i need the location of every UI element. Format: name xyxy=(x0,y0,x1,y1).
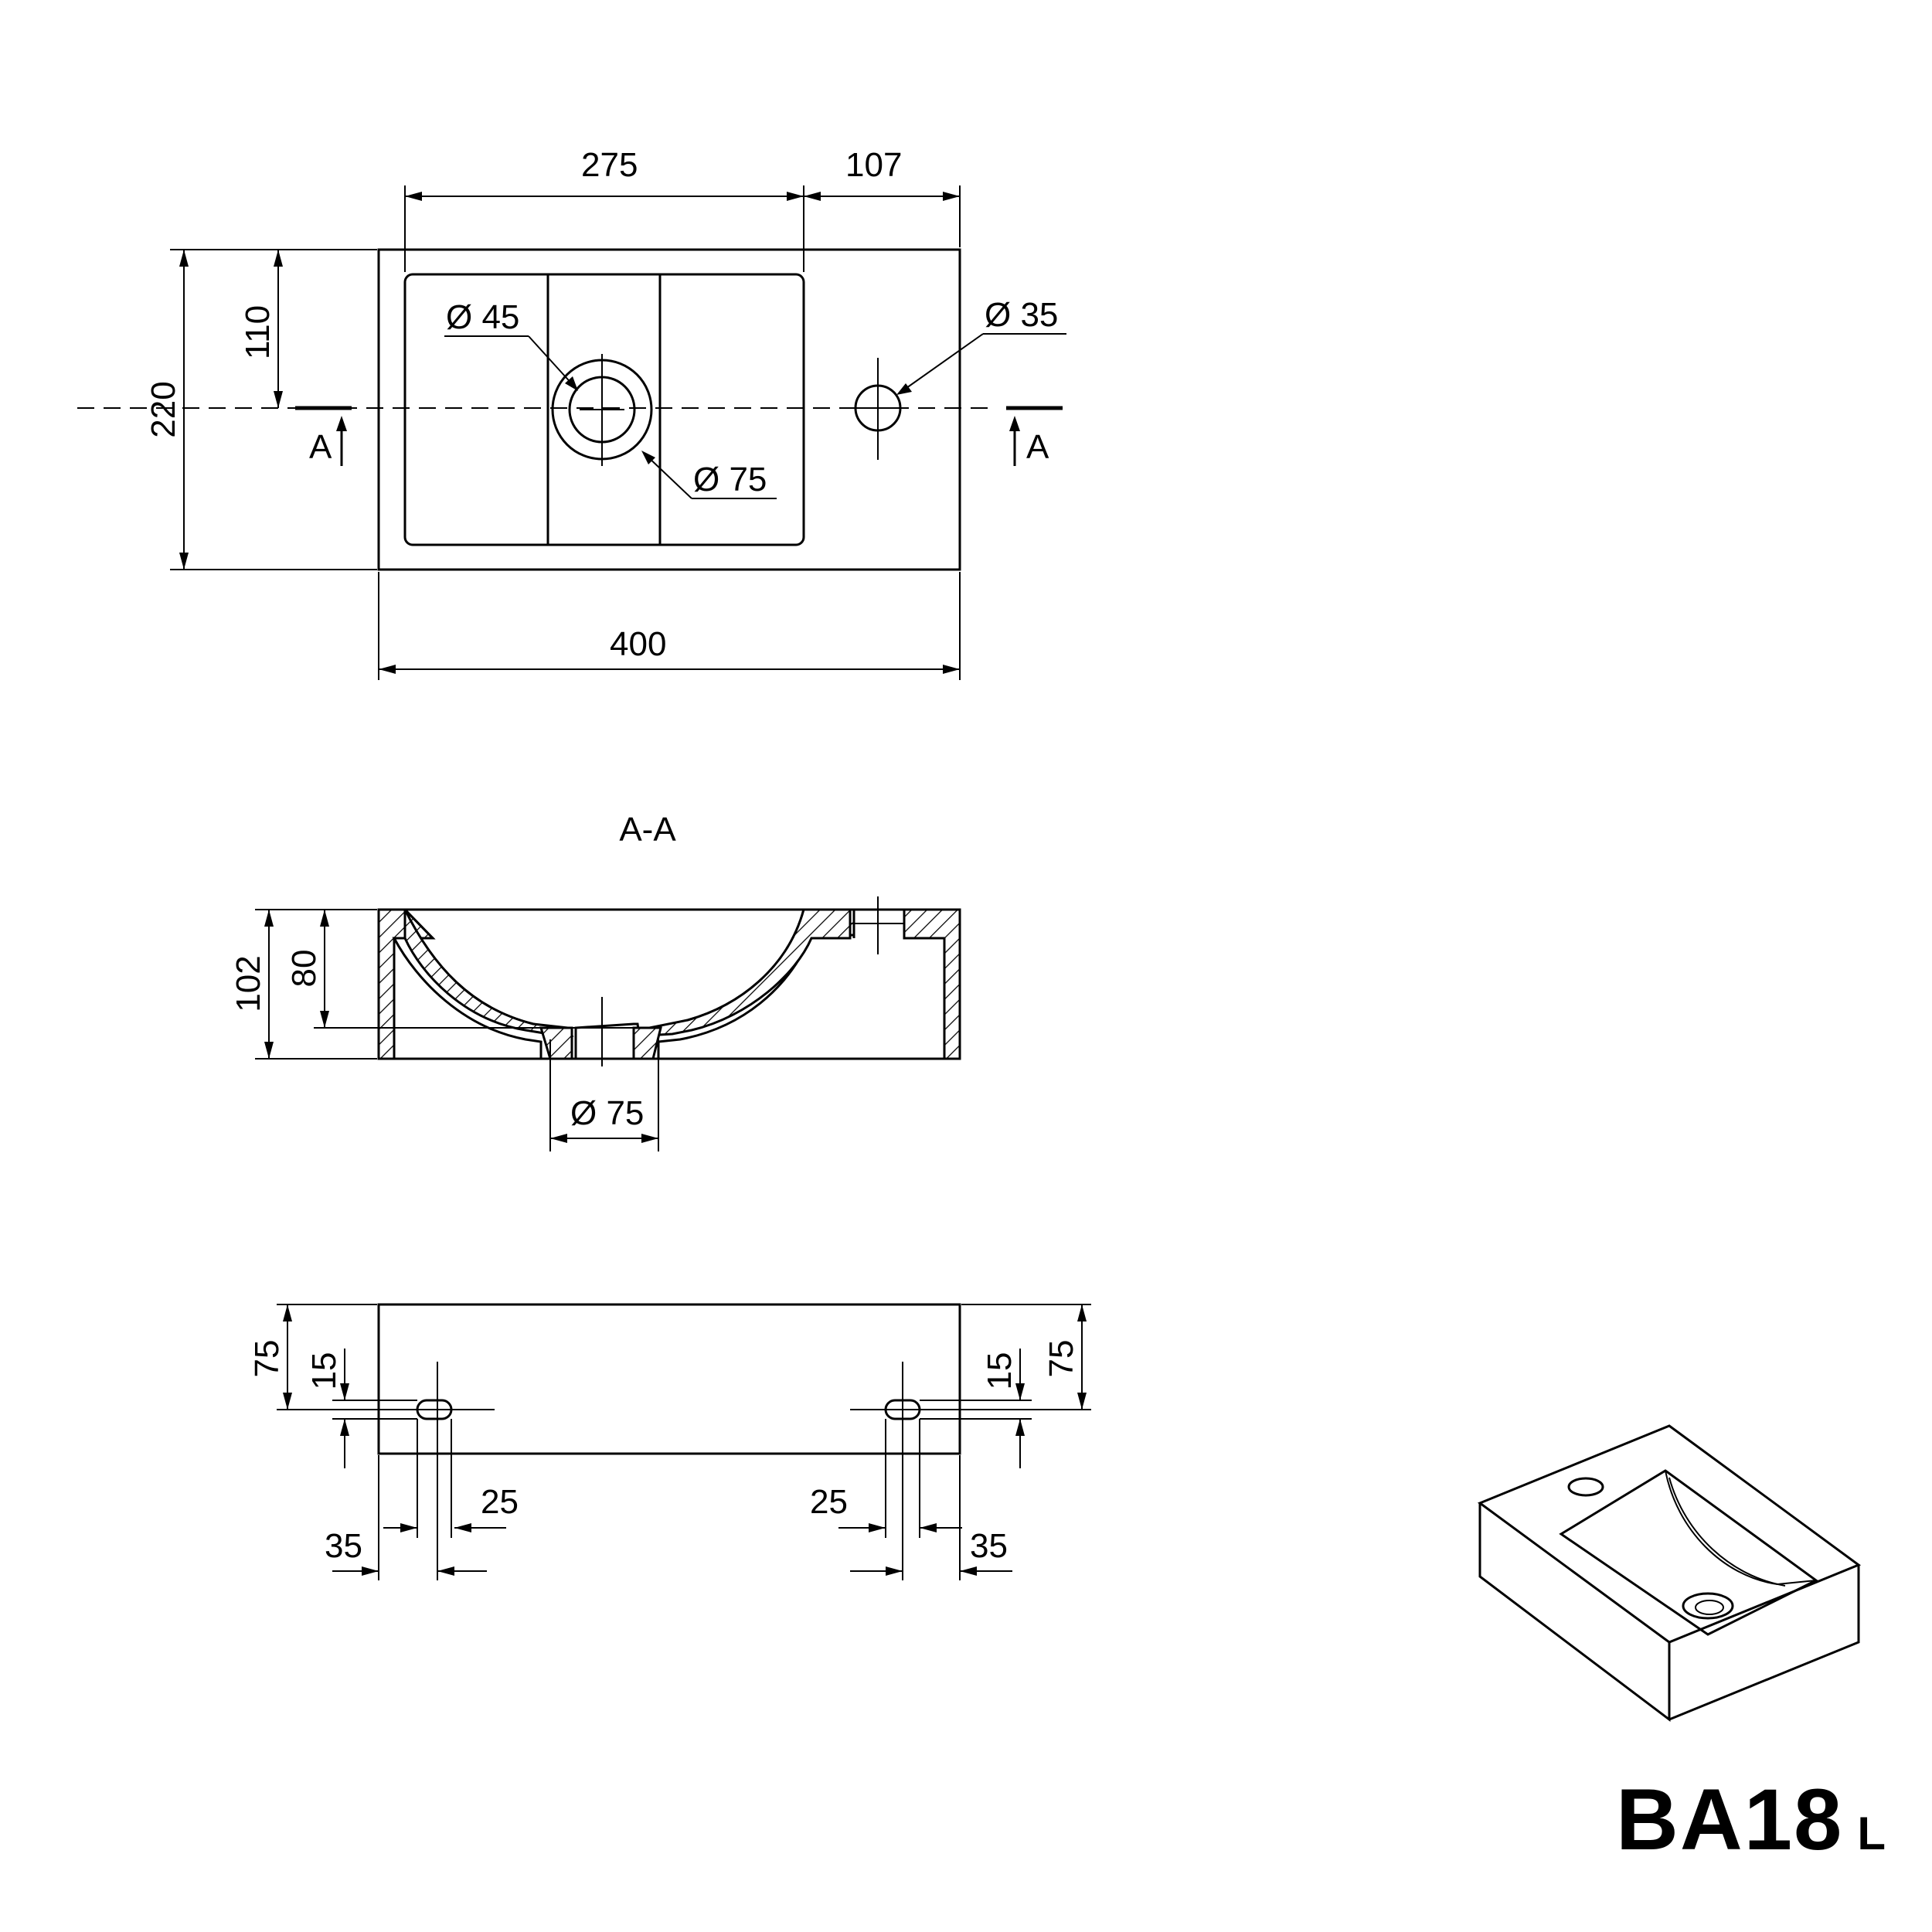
section-label: A-A xyxy=(619,811,676,849)
product-model: BA18 xyxy=(1616,1771,1844,1868)
dim-total-width: 400 xyxy=(610,625,666,663)
dim-right-offset: 35 xyxy=(970,1527,1008,1565)
dim-tap-hole: Ø 35 xyxy=(985,296,1058,334)
dim-left-height: 75 xyxy=(248,1340,286,1378)
dim-section-drain: Ø 75 xyxy=(570,1094,644,1132)
back-view: 75 15 25 35 75 15 xyxy=(248,1303,1091,1580)
dim-total-depth: 220 xyxy=(145,381,182,437)
dim-left-slot-width: 25 xyxy=(481,1483,519,1521)
dim-drain-inner: Ø 45 xyxy=(446,298,519,336)
top-view: A A Ø 45 Ø 75 Ø 35 2 xyxy=(77,146,1066,680)
dim-right-slot-width: 25 xyxy=(810,1483,848,1521)
dim-section-height: 102 xyxy=(230,955,267,1012)
isometric-view xyxy=(1477,1424,1862,1723)
dim-tap-offset: 107 xyxy=(845,146,902,184)
dim-drain-outer: Ø 75 xyxy=(693,461,767,498)
dim-left-offset: 35 xyxy=(325,1527,362,1565)
section-view: A-A 102 80 xyxy=(230,811,961,1151)
dim-center-offset: 110 xyxy=(239,305,277,359)
iso-tap-hole xyxy=(1567,1477,1604,1497)
section-mark-left: A xyxy=(309,428,332,466)
back-outline xyxy=(377,1303,961,1455)
section-mark-right: A xyxy=(1026,428,1049,466)
dim-right-height: 75 xyxy=(1043,1340,1080,1378)
section-outline xyxy=(377,908,961,1060)
product-variant: L xyxy=(1857,1808,1886,1859)
dim-left-slot: 15 xyxy=(305,1352,343,1390)
title-block: BA18 L xyxy=(1607,1770,1886,1869)
iso-drain xyxy=(1682,1592,1734,1620)
dim-right-slot: 15 xyxy=(981,1352,1019,1390)
top-outline xyxy=(377,248,961,571)
dim-basin-depth: 80 xyxy=(285,950,323,988)
basin-outline xyxy=(403,273,805,546)
dim-basin-width: 275 xyxy=(581,146,638,184)
